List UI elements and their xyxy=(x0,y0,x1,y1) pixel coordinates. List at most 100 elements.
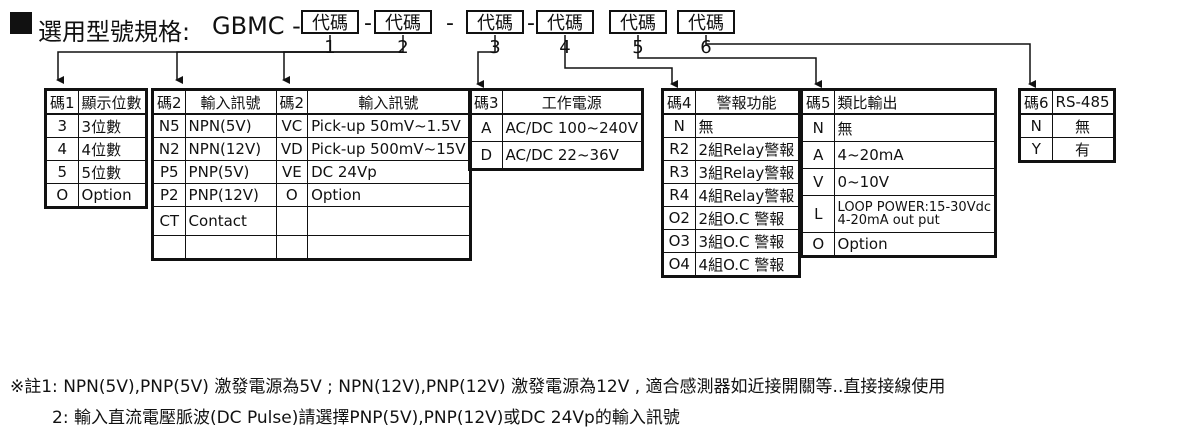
connector-arrows xyxy=(56,35,1036,88)
t2-cell: VD xyxy=(275,137,309,161)
t5-cell: 0~10V xyxy=(833,168,996,196)
t2-header-code-2: 碼2 xyxy=(275,89,309,115)
t2-cell xyxy=(275,206,309,236)
t2-cell: P2 xyxy=(152,183,186,207)
t4-cell: N xyxy=(662,113,696,138)
t4-cell: 3組Relay警報 xyxy=(694,160,800,184)
t5-loop-line-2: 4-20mA out put xyxy=(837,213,940,228)
t1-header-code: 碼1 xyxy=(45,89,79,115)
code-box-6: 代碼6 xyxy=(677,10,735,58)
t5-cell: N xyxy=(801,113,835,142)
t2-cell xyxy=(184,235,277,260)
t2-cell: PNP(12V) xyxy=(184,183,277,207)
t4-cell: O4 xyxy=(662,252,696,277)
t2-cell xyxy=(152,235,186,260)
t5-cell: O xyxy=(801,232,835,257)
t2-cell: N2 xyxy=(152,137,186,161)
t1-cell: 4位數 xyxy=(77,137,147,161)
t2-cell: N5 xyxy=(152,113,186,138)
t2-cell: CT xyxy=(152,206,186,236)
t4-cell: 2組O.C 警報 xyxy=(694,206,800,230)
t2-header-code: 碼2 xyxy=(152,89,186,115)
t4-cell: 2組Relay警報 xyxy=(694,137,800,161)
t3-cell: AC/DC 22~36V xyxy=(501,141,643,170)
t5-loop-line-1: LOOP POWER:15-30Vdc xyxy=(837,200,991,215)
t4-cell: 3組O.C 警報 xyxy=(694,229,800,253)
t1-header-desc: 顯示位數 xyxy=(77,89,147,115)
t1-cell: 5 xyxy=(45,160,79,184)
t6-cell: N xyxy=(1019,113,1053,138)
t2-cell: Pick-up 50mV~1.5V xyxy=(307,113,471,138)
t5-cell: 無 xyxy=(833,113,996,142)
t3-header-desc: 工作電源 xyxy=(501,89,643,115)
title-dash-3: - xyxy=(527,11,535,36)
t2-cell: Contact xyxy=(184,206,277,236)
model-name: GBMC - xyxy=(212,12,301,40)
t3-cell: D xyxy=(469,141,503,170)
t2-cell: VE xyxy=(275,160,309,184)
t2-header-desc: 輸入訊號 xyxy=(184,89,277,115)
t2-cell xyxy=(307,206,471,236)
t5-cell-loop-power: LOOP POWER:15-30Vdc 4-20mA out put xyxy=(833,195,996,233)
t2-cell: P5 xyxy=(152,160,186,184)
title-prefix: 選用型號規格: xyxy=(38,18,191,46)
t6-cell: Y xyxy=(1019,137,1053,162)
t2-cell: DC 24Vp xyxy=(307,160,471,184)
t4-cell: 4組O.C 警報 xyxy=(694,252,800,277)
t2-cell: NPN(5V) xyxy=(184,113,277,138)
t4-cell: 4組Relay警報 xyxy=(694,183,800,207)
t3-header-code: 碼3 xyxy=(469,89,503,115)
t4-cell: R3 xyxy=(662,160,696,184)
t1-cell: 3 xyxy=(45,113,79,138)
t1-cell: 4 xyxy=(45,137,79,161)
t5-cell: Option xyxy=(833,232,996,257)
t2-cell xyxy=(307,235,471,260)
t1-cell: O xyxy=(45,183,79,208)
t4-cell: O2 xyxy=(662,206,696,230)
t4-cell: O3 xyxy=(662,229,696,253)
t6-cell: 無 xyxy=(1051,113,1115,138)
t5-cell: 4~20mA xyxy=(833,141,996,169)
t1-cell: 3位數 xyxy=(77,113,147,138)
t4-header-code: 碼4 xyxy=(662,89,696,115)
t5-header-desc: 類比輸出 xyxy=(833,89,996,115)
note-line-2: 2: 輸入直流電壓脈波(DC Pulse)請選擇PNP(5V),PNP(12V)… xyxy=(52,408,680,428)
title-dash-1: - xyxy=(364,11,372,36)
t2-cell: NPN(12V) xyxy=(184,137,277,161)
t2-cell xyxy=(275,235,309,260)
t6-header-desc: RS-485 xyxy=(1051,89,1115,115)
t3-cell: A xyxy=(469,113,503,142)
t2-cell: VC xyxy=(275,113,309,138)
t5-cell: L xyxy=(801,195,835,233)
t3-cell: AC/DC 100~240V xyxy=(501,113,643,142)
t2-cell: O xyxy=(275,183,309,207)
t2-header-desc-2: 輸入訊號 xyxy=(307,89,471,115)
t1-cell: 5位數 xyxy=(77,160,147,184)
